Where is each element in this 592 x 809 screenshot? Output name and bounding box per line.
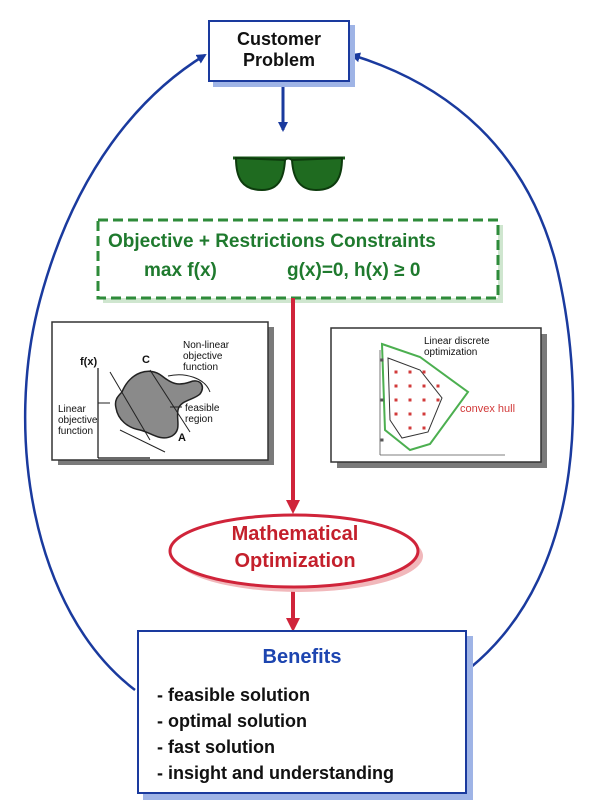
integer-point bbox=[394, 412, 398, 416]
customer-line2: Problem bbox=[242, 50, 316, 70]
loop-arrow-left bbox=[23, 53, 207, 691]
objective-constraints: g(x)=0, h(x) ≥ 0 bbox=[287, 260, 421, 281]
integer-point bbox=[436, 384, 440, 388]
integer-point bbox=[408, 384, 412, 388]
nonlinear-label: Non-linear objective function bbox=[183, 340, 230, 373]
linear-discrete-label: Linear discrete optimization bbox=[424, 336, 490, 358]
integer-point bbox=[408, 370, 412, 374]
benefits-box: Benefits - feasible solution - optimal s… bbox=[137, 630, 467, 794]
math-opt-ellipse bbox=[168, 513, 420, 589]
right-figure bbox=[330, 327, 547, 468]
integer-point bbox=[436, 398, 440, 402]
convex-hull-polygon bbox=[380, 342, 470, 452]
fx-label: f(x) bbox=[80, 356, 98, 368]
feasible-region-label: feasible region bbox=[185, 403, 220, 425]
objective-box bbox=[96, 218, 500, 300]
objective-text: Objective + Restrictions Constraints max… bbox=[98, 220, 498, 298]
math-optimization-label: Mathematical Optimization bbox=[170, 512, 420, 592]
integer-point bbox=[422, 412, 426, 416]
integer-point bbox=[408, 426, 412, 430]
a-label: A bbox=[178, 432, 186, 444]
integer-point bbox=[394, 398, 398, 402]
math-opt-line1: Mathematical bbox=[231, 523, 359, 545]
inner-polygon bbox=[387, 357, 443, 439]
sunglasses-icon bbox=[233, 156, 345, 192]
left-figure bbox=[51, 321, 274, 465]
convex-hull-label: convex hull bbox=[460, 403, 516, 415]
integer-point bbox=[380, 398, 384, 402]
customer-problem-box: Customer Problem bbox=[208, 20, 350, 82]
integer-point bbox=[394, 370, 398, 374]
objective-max: max f(x) bbox=[144, 260, 217, 281]
integer-point bbox=[394, 384, 398, 388]
integer-point bbox=[408, 412, 412, 416]
c-label: C bbox=[142, 354, 150, 366]
math-opt-line2: Optimization bbox=[234, 550, 356, 572]
feasible-region-blob bbox=[114, 370, 204, 439]
loop-arrow-right bbox=[350, 52, 575, 669]
integer-point bbox=[422, 426, 426, 430]
integer-points bbox=[380, 358, 440, 442]
benefit-item: - feasible solution bbox=[157, 685, 311, 705]
benefit-item: - fast solution bbox=[157, 737, 275, 757]
objective-line1: Objective + Restrictions Constraints bbox=[108, 231, 436, 252]
integer-point bbox=[422, 370, 426, 374]
integer-point bbox=[380, 438, 384, 442]
integer-point bbox=[422, 384, 426, 388]
integer-point bbox=[408, 398, 412, 402]
benefit-item: - insight and understanding bbox=[157, 763, 394, 783]
benefits-list: - feasible solution - optimal solution -… bbox=[157, 682, 394, 786]
customer-line1: Customer bbox=[236, 29, 321, 49]
benefit-item: - optimal solution bbox=[157, 711, 307, 731]
benefits-title: Benefits bbox=[262, 646, 342, 668]
integer-point bbox=[380, 358, 384, 362]
linear-objective-label: Linear objective function bbox=[58, 404, 98, 437]
integer-point bbox=[422, 398, 426, 402]
